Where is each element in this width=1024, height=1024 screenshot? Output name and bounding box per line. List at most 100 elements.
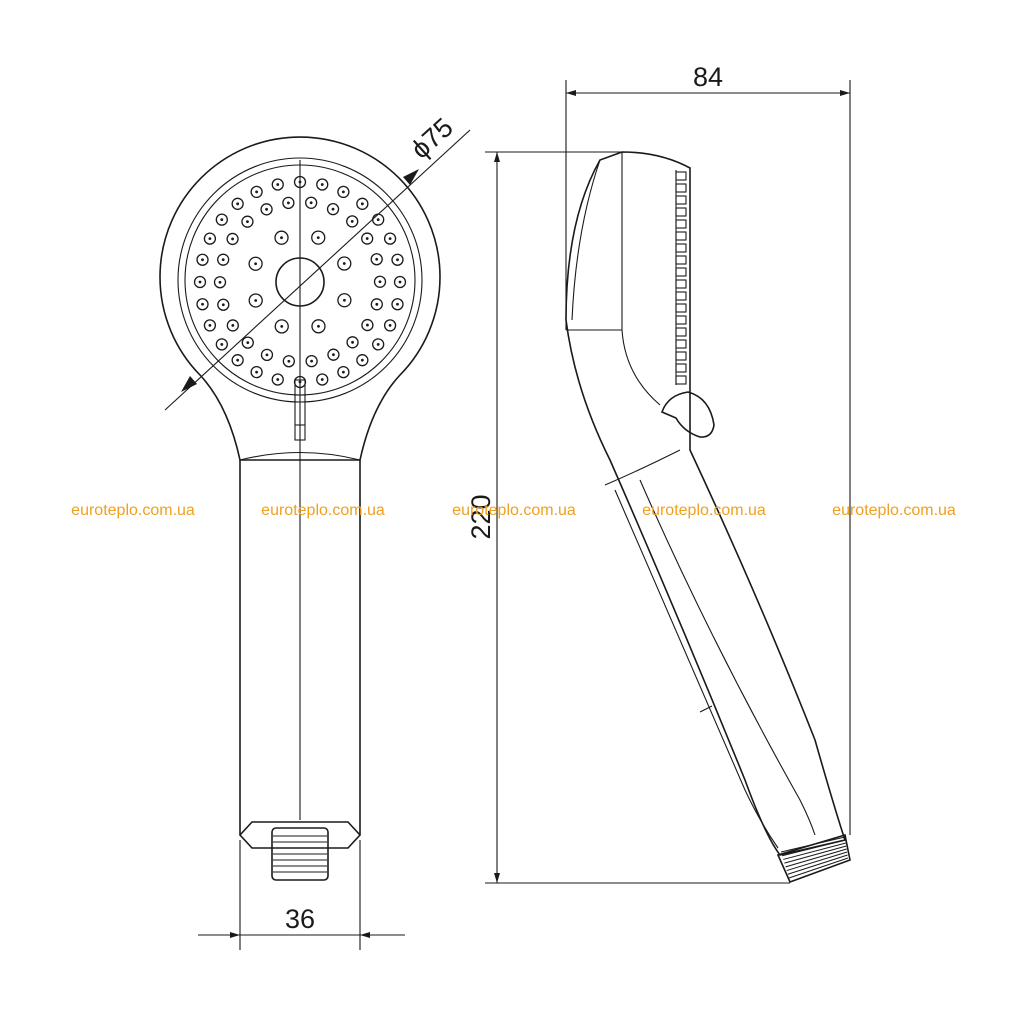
spray-nozzle bbox=[327, 348, 340, 361]
side-nozzle bbox=[675, 255, 687, 265]
spray-nozzle bbox=[217, 253, 230, 266]
thread-line bbox=[784, 845, 847, 864]
mode-button bbox=[660, 391, 715, 438]
spray-nozzle bbox=[203, 232, 217, 245]
side-head-outline bbox=[565, 151, 847, 856]
watermark-text: euroteplo.com.ua bbox=[642, 502, 766, 519]
depth-dimension-label: 84 bbox=[693, 62, 723, 92]
spray-nozzle bbox=[248, 293, 263, 308]
thread-line bbox=[786, 851, 848, 872]
spray-nozzle bbox=[231, 197, 244, 210]
width-dimension-label: 36 bbox=[285, 904, 315, 934]
spray-nozzle bbox=[356, 354, 369, 367]
spray-nozzle bbox=[282, 355, 295, 368]
spray-nozzle bbox=[316, 178, 329, 191]
spray-nozzle bbox=[383, 232, 397, 245]
watermark-text: euroteplo.com.ua bbox=[452, 502, 576, 519]
side-connector bbox=[776, 833, 851, 884]
handle-inner-curve bbox=[614, 489, 779, 849]
side-nozzle bbox=[675, 171, 687, 181]
diameter-dimension-label: ϕ75 bbox=[405, 112, 459, 165]
spray-nozzle bbox=[217, 298, 230, 311]
spray-nozzle bbox=[226, 232, 239, 246]
spray-nozzle bbox=[274, 319, 289, 334]
spray-nozzle bbox=[311, 319, 326, 334]
side-nozzle bbox=[675, 327, 687, 337]
spray-nozzle bbox=[346, 215, 359, 228]
spray-nozzle bbox=[282, 196, 295, 209]
side-nozzle bbox=[675, 243, 687, 253]
spray-nozzle bbox=[391, 298, 404, 311]
spray-nozzle bbox=[196, 253, 209, 266]
spray-nozzle bbox=[393, 275, 407, 289]
length-dimension-label: 220 bbox=[466, 494, 496, 539]
side-nozzle bbox=[675, 351, 687, 361]
spray-nozzle bbox=[316, 373, 329, 386]
spray-nozzle bbox=[361, 318, 374, 332]
spray-nozzle bbox=[373, 275, 387, 288]
spray-nozzle bbox=[383, 319, 397, 332]
thread-line bbox=[785, 848, 847, 868]
side-nozzle bbox=[675, 303, 687, 313]
spray-nozzle bbox=[274, 230, 289, 245]
spray-nozzle bbox=[337, 256, 352, 271]
spray-nozzle bbox=[260, 203, 273, 216]
spray-nozzle bbox=[241, 215, 254, 228]
side-nozzle bbox=[675, 339, 687, 349]
threaded-connector bbox=[271, 827, 329, 881]
spray-nozzle bbox=[241, 336, 254, 349]
spray-nozzle bbox=[370, 298, 383, 311]
side-nozzles bbox=[675, 171, 687, 385]
spray-nozzle bbox=[196, 298, 209, 311]
side-connector-threads bbox=[780, 836, 849, 879]
connector-threads bbox=[273, 835, 327, 873]
spray-nozzle bbox=[250, 185, 263, 199]
watermark-text: euroteplo.com.ua bbox=[71, 502, 195, 519]
thread-line bbox=[780, 836, 846, 853]
watermark-text: euroteplo.com.ua bbox=[261, 502, 385, 519]
bottom-collar bbox=[238, 821, 362, 849]
side-nozzle bbox=[675, 267, 687, 277]
spray-nozzle bbox=[250, 365, 263, 379]
side-nozzle bbox=[675, 375, 687, 385]
spray-nozzle bbox=[203, 319, 217, 332]
side-nozzle bbox=[675, 231, 687, 241]
side-nozzle bbox=[675, 315, 687, 325]
side-nozzle bbox=[675, 219, 687, 229]
spray-nozzle bbox=[213, 276, 227, 289]
spray-nozzle bbox=[215, 338, 228, 351]
side-nozzle bbox=[675, 195, 687, 205]
side-nozzle bbox=[675, 291, 687, 301]
spray-nozzle bbox=[260, 348, 274, 362]
watermark-row: euroteplo.com.ua euroteplo.com.ua eurote… bbox=[71, 502, 956, 519]
spray-nozzles bbox=[193, 175, 407, 389]
thread-line bbox=[788, 857, 849, 879]
spray-nozzle bbox=[372, 213, 385, 226]
side-nozzle bbox=[675, 363, 687, 373]
thread-line bbox=[782, 839, 846, 857]
spray-nozzle bbox=[271, 373, 284, 386]
spray-nozzle bbox=[337, 293, 352, 308]
spray-nozzle bbox=[193, 275, 207, 289]
side-nozzle bbox=[675, 279, 687, 289]
spray-nozzle bbox=[305, 196, 318, 209]
side-nozzle bbox=[675, 183, 687, 193]
spray-nozzle bbox=[305, 355, 318, 368]
spray-nozzle bbox=[356, 197, 369, 210]
thread-line bbox=[787, 854, 848, 875]
spray-nozzle bbox=[248, 256, 263, 271]
front-view: 36 ϕ75 bbox=[159, 112, 471, 950]
spray-nozzle bbox=[271, 178, 284, 191]
spray-nozzle bbox=[226, 319, 239, 332]
side-nozzle bbox=[675, 207, 687, 217]
watermark-text: euroteplo.com.ua bbox=[832, 502, 956, 519]
spray-nozzle bbox=[370, 253, 383, 266]
spray-nozzle bbox=[361, 232, 374, 245]
spray-nozzle bbox=[346, 336, 359, 349]
side-view: 84 220 bbox=[466, 62, 851, 884]
spray-nozzle bbox=[372, 338, 385, 351]
spray-nozzle bbox=[391, 253, 404, 266]
spray-nozzle bbox=[311, 230, 326, 245]
thread-line bbox=[783, 842, 846, 860]
